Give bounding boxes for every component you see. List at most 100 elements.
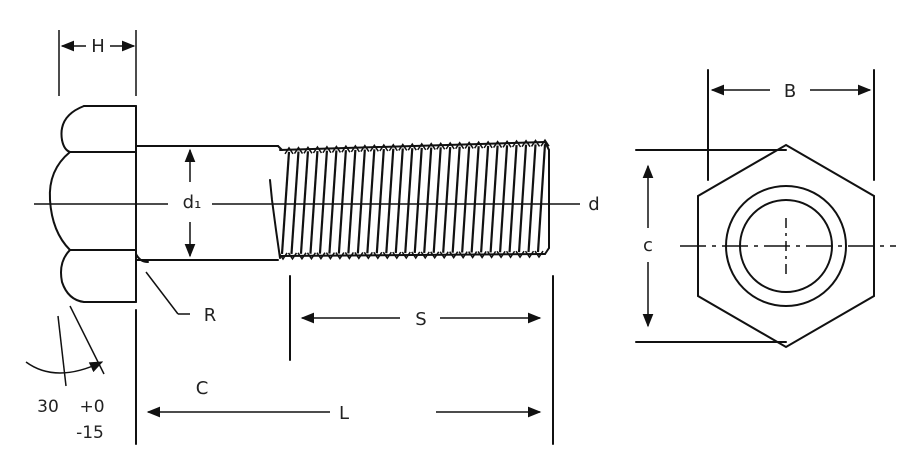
label-C: C: [196, 378, 209, 399]
label-S: S: [415, 309, 426, 330]
thread-crest: [474, 140, 484, 149]
thread-root: [430, 251, 440, 260]
thread-line: [318, 150, 329, 254]
thread-crest: [379, 143, 389, 152]
hex-outline: [697, 143, 875, 349]
thread-root: [278, 252, 288, 261]
thread-line: [394, 148, 404, 254]
thread-root: [392, 251, 402, 260]
thread-root: [524, 250, 535, 259]
label-tol-minus: -15: [76, 423, 104, 443]
thread-line: [413, 147, 423, 254]
thread-crest: [426, 142, 436, 151]
thread-line: [498, 145, 509, 253]
thread-root: [335, 252, 345, 260]
thread-crest: [407, 142, 417, 151]
thread-line: [299, 151, 310, 254]
thread-crest: [417, 142, 427, 151]
thread-line: [451, 146, 461, 253]
thread-line: [480, 145, 490, 253]
thread-root: [505, 250, 516, 259]
thread-root: [373, 251, 383, 260]
thread-root: [477, 251, 487, 259]
thread-line: [309, 150, 319, 254]
thread-crest: [540, 138, 550, 147]
thread-line: [366, 149, 376, 254]
thread-crest: [502, 139, 512, 148]
thread-line: [442, 146, 452, 253]
label-c: c: [643, 235, 653, 256]
thread-line: [337, 150, 347, 254]
thread-crest: [492, 140, 503, 148]
thread-line: [385, 148, 395, 254]
thread-root: [354, 251, 364, 260]
thread-crest: [322, 145, 332, 154]
thread-crest: [293, 146, 304, 155]
label-d1: d₁: [183, 192, 202, 213]
thread-crest: [483, 140, 493, 149]
thread-crest: [360, 144, 370, 153]
label-tol-plus: +0: [79, 397, 104, 417]
thread-root: [449, 251, 459, 260]
thread-crest: [436, 141, 446, 150]
dimension-H: H: [58, 30, 137, 96]
thread-crest: [445, 141, 455, 150]
thread-crest: [530, 139, 541, 147]
thread-crest: [455, 141, 465, 150]
thread-crest: [369, 143, 379, 152]
thread-line: [347, 149, 357, 254]
thread-line: [527, 144, 537, 253]
thread-root: [458, 251, 468, 259]
thread-root: [420, 251, 430, 260]
thread-root: [306, 252, 317, 261]
thread-crest: [341, 144, 351, 153]
thread-root: [468, 251, 478, 259]
dimension-L: C L: [135, 309, 542, 445]
thread-root: [534, 250, 544, 259]
dimension-c: c: [635, 149, 787, 343]
thread-root: [287, 252, 298, 261]
dimension-S: S: [289, 275, 554, 445]
dimension-B: B: [707, 69, 875, 181]
thread-root: [344, 252, 354, 260]
thread-root: [401, 251, 411, 260]
thread-line: [536, 144, 547, 253]
thread-root: [325, 252, 336, 260]
label-H: H: [91, 36, 105, 57]
thread-line: [280, 151, 291, 255]
label-R: R: [204, 305, 217, 326]
thread-line: [375, 148, 385, 254]
label-L: L: [339, 403, 349, 424]
thread-root: [486, 250, 497, 259]
thread-line: [517, 144, 528, 253]
thread-crest: [331, 145, 342, 153]
thread-line: [461, 146, 471, 253]
dimension-R: R: [145, 271, 217, 326]
thread-crest: [350, 144, 360, 153]
label-angle: 30: [37, 397, 59, 417]
thread-root: [411, 251, 421, 260]
thread-line: [470, 146, 480, 253]
bolt-side-view: H d₁ d R S C L: [25, 30, 600, 445]
thread-line: [290, 151, 300, 254]
thread-crest: [511, 139, 522, 148]
thread-root: [382, 251, 392, 260]
thread-line: [328, 150, 338, 254]
thread-root: [316, 252, 326, 261]
thread-root: [363, 251, 373, 260]
bolt-thread: [278, 138, 550, 261]
dimension-angle: 30 +0 -15: [25, 305, 105, 443]
thread-line: [356, 149, 366, 254]
thread-root: [297, 252, 307, 261]
thread-line: [423, 147, 433, 253]
thread-line: [489, 145, 499, 253]
label-d: d: [588, 194, 599, 215]
thread-crest: [521, 139, 531, 148]
bolt-shank: [135, 145, 283, 263]
label-B: B: [784, 81, 796, 102]
thread-crest: [464, 141, 474, 149]
thread-crest: [284, 146, 294, 155]
bolt-end-view: B c: [635, 69, 896, 349]
thread-line: [508, 144, 518, 253]
